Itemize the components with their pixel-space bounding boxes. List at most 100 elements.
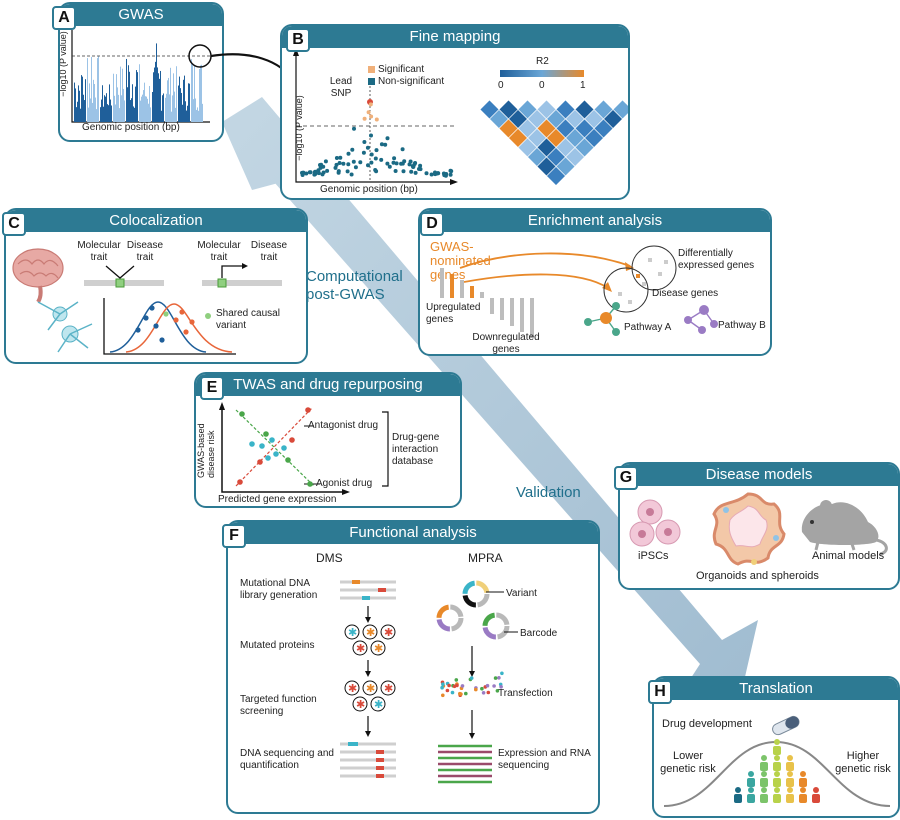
twas-point <box>257 459 263 465</box>
panel-h-title: Translation <box>654 678 898 700</box>
higher-risk-label: Higher genetic risk <box>835 750 891 775</box>
legend-significant: Significant <box>378 64 425 75</box>
person-head <box>735 787 741 793</box>
fine-point <box>366 163 370 168</box>
coloc-molecular-1: Molecular trait <box>77 240 121 263</box>
coloc-point <box>135 327 141 333</box>
fine-point <box>448 172 453 177</box>
manhattan-bar <box>84 100 85 122</box>
variant-label: Variant <box>506 588 537 599</box>
pathway-b-label: Pathway B <box>718 320 766 331</box>
manhattan-bar <box>179 76 180 122</box>
transfected-cell <box>493 676 498 680</box>
manhattan-bar <box>103 106 104 122</box>
protein-glyph: ✱ <box>384 682 393 695</box>
fine-point <box>353 165 358 170</box>
manhattan-bar <box>155 61 156 122</box>
person-head <box>813 787 819 793</box>
manhattan-bar <box>142 94 143 122</box>
manhattan-bar <box>79 90 80 122</box>
person-head <box>774 755 780 761</box>
manhattan-bar <box>140 100 141 122</box>
protein-glyph: ✱ <box>348 682 357 695</box>
coloc-disease-2: Disease trait <box>250 240 288 263</box>
downregulated-label: Downregulated genes <box>472 332 540 355</box>
manhattan-bar <box>95 97 96 122</box>
animal-label: Animal models <box>812 550 885 562</box>
fine-mapping-plot <box>293 48 458 185</box>
panel-disease-models: Disease models iPSCs Organoids and spher… <box>618 462 900 590</box>
manhattan-bar <box>106 93 107 122</box>
manhattan-bar <box>176 66 177 122</box>
panel-c-letter: C <box>2 212 26 236</box>
brain-icon <box>12 248 64 304</box>
manhattan-bar <box>146 96 147 122</box>
manhattan-bar <box>174 91 175 122</box>
antagonist-label: Antagonist drug <box>308 420 379 431</box>
fine-point <box>401 169 406 174</box>
manhattan-bar <box>189 83 190 122</box>
person-body <box>747 778 755 787</box>
fine-point <box>349 172 354 177</box>
panel-fine-mapping: Fine mapping Significant Non-significant… <box>280 24 630 200</box>
ipsc-icon <box>629 499 681 547</box>
dms-step4: DNA sequencing and quantification <box>240 748 334 771</box>
fine-point <box>300 173 305 177</box>
manhattan-bar <box>90 98 91 122</box>
read-mark <box>348 742 358 746</box>
manhattan-bar <box>131 98 132 122</box>
manhattan-bar <box>113 73 114 122</box>
expression-bar <box>470 286 474 298</box>
person-head <box>748 787 754 793</box>
shared-causal-label: Shared causal variant <box>216 308 280 331</box>
manhattan-bar <box>156 43 157 122</box>
manhattan-bar <box>116 74 117 122</box>
manhattan-bar <box>120 66 121 122</box>
coloc-point <box>189 319 195 325</box>
fine-point <box>418 163 423 168</box>
ld-cell <box>546 166 566 186</box>
manhattan-bar <box>137 72 138 122</box>
panel-d-letter: D <box>420 212 444 236</box>
r2-tick-0b: 0 <box>539 80 545 91</box>
manhattan-bar <box>162 95 163 122</box>
fine-point <box>369 152 374 157</box>
manhattan-bar <box>78 85 79 122</box>
fine-point <box>374 117 379 122</box>
manhattan-bar <box>183 79 184 122</box>
fine-point <box>358 160 363 165</box>
manhattan-bar <box>111 105 112 122</box>
coloc-point <box>159 337 165 343</box>
manhattan-bar <box>145 96 146 122</box>
gwas-genes-label: GWAS-nominated genes <box>430 239 491 282</box>
manhattan-bar <box>187 105 188 122</box>
functional-schematic: ✱✱✱✱✱✱✱✱✱✱ <box>340 580 518 784</box>
person-body <box>812 794 820 803</box>
manhattan-bar <box>202 103 203 122</box>
fine-point <box>400 161 405 166</box>
legend-sig-swatch <box>368 66 375 73</box>
manhattan-bar <box>191 59 192 122</box>
transfected-cell <box>469 676 474 680</box>
fine-point <box>392 156 397 161</box>
person-body <box>799 794 807 803</box>
expression-bar <box>510 298 514 326</box>
diff-expressed-label: Differentially expressed genes <box>678 248 755 271</box>
person-body <box>786 794 794 803</box>
manhattan-bar <box>77 101 78 122</box>
expression-bar <box>450 274 454 298</box>
agonist-label: Agonist drug <box>316 478 373 489</box>
manhattan-bar <box>197 107 198 122</box>
person-body <box>734 794 742 803</box>
fine-point <box>333 165 338 170</box>
coloc-point <box>163 311 169 317</box>
panel-e-letter: E <box>200 376 224 400</box>
fine-point <box>341 161 346 166</box>
panel-twas: TWAS and drug repurposing GWAS-based dis… <box>194 372 462 508</box>
computational-label: Computational post-GWAS <box>306 268 403 303</box>
r2-label: R2 <box>536 56 549 67</box>
manhattan-bar <box>173 73 174 122</box>
r2-colorbar <box>500 70 584 77</box>
ld-heatmap <box>479 99 628 186</box>
fine-point <box>429 172 434 177</box>
